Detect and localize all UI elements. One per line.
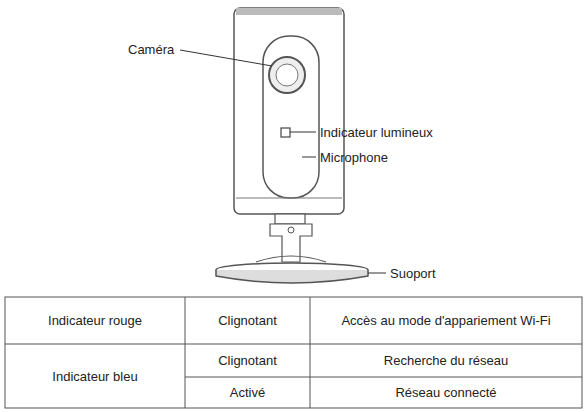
table-cell: Activé <box>189 377 306 408</box>
table-rule <box>5 344 582 345</box>
table-cell: Clignotant <box>189 297 306 344</box>
table-cell: Réseau connecté <box>314 377 578 408</box>
camera-body <box>234 8 344 214</box>
lens-inner <box>276 64 298 86</box>
table-cell: Clignotant <box>189 344 306 377</box>
table-cell: Indicateur rouge <box>9 297 181 344</box>
part-label: Indicateur lumineux <box>320 125 433 140</box>
top-edge <box>236 14 342 15</box>
part-label: Microphone <box>320 150 388 165</box>
part-label: Caméra <box>128 42 174 57</box>
stand-foot <box>256 256 326 262</box>
stand-screw <box>288 227 294 233</box>
leader-line <box>290 132 316 133</box>
table-cell: Indicateur bleu <box>9 344 181 408</box>
table-cell: Accès au mode d'appariement Wi-Fi <box>314 297 578 344</box>
part-label: Suoport <box>390 266 436 281</box>
table-cell: Recherche du réseau <box>314 344 578 377</box>
front-panel <box>263 36 319 198</box>
leader-line <box>368 273 386 274</box>
top-band <box>236 8 342 13</box>
leader-line <box>302 157 316 158</box>
leader-line <box>180 50 272 66</box>
table-rule <box>185 297 186 408</box>
table-rule <box>310 297 311 408</box>
bottom-edge <box>236 198 342 199</box>
stand-joint <box>275 214 305 224</box>
table-border <box>5 297 582 408</box>
indicator-light <box>281 128 290 137</box>
table-rule <box>185 377 582 378</box>
base-side <box>216 270 368 283</box>
lens <box>269 57 305 93</box>
